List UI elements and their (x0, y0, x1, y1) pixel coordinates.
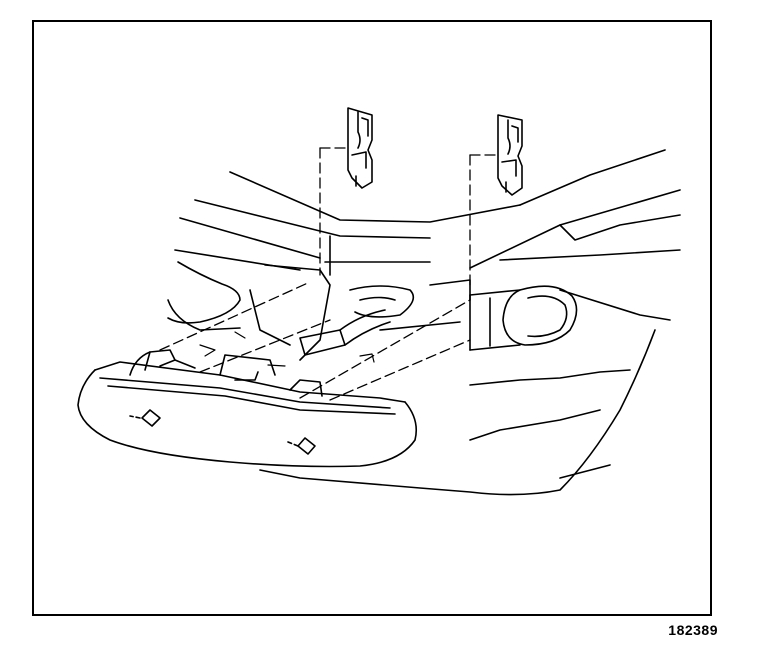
installation-guide-lines (160, 148, 498, 400)
bucket-details (200, 332, 374, 366)
headlamp-opening (470, 286, 577, 350)
hood-outline (175, 172, 520, 275)
left-fender-outline (168, 262, 240, 330)
radiator-support (250, 265, 470, 360)
headlamp-assembly (78, 350, 416, 467)
retaining-clip-right (498, 115, 522, 195)
fender-outline (260, 150, 680, 495)
retaining-clip-left (348, 108, 372, 188)
wiring-connector (300, 310, 390, 355)
figure-number: 182389 (668, 622, 718, 638)
